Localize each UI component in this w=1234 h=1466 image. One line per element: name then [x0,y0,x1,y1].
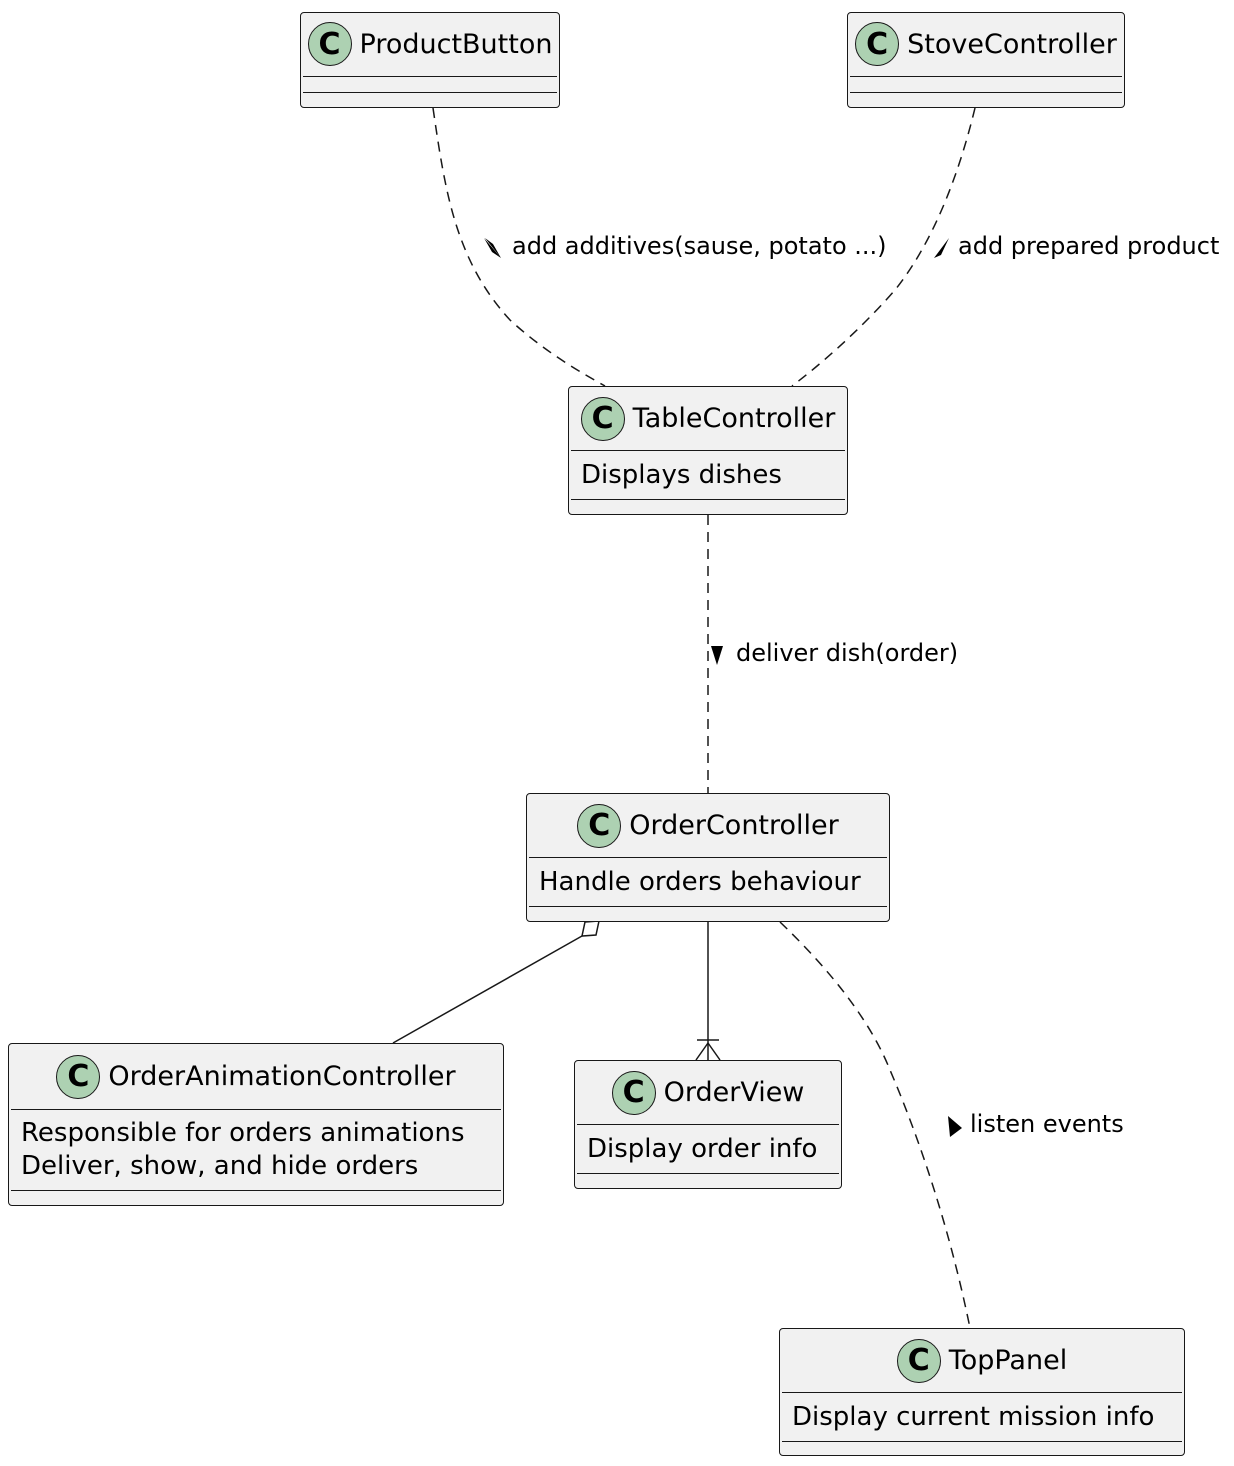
class-name: StoveController [907,28,1117,60]
arrow-product-to-table [484,238,501,258]
arrow-stove-to-table [934,238,949,258]
class-description: Display current mission info [792,1402,1155,1432]
class-name: ProductButton [359,28,553,60]
edge-label-add-prepared-product: add prepared product [958,232,1220,260]
class-badge-icon: C [580,396,625,441]
crowfoot-mark [695,1039,721,1061]
class-order-controller: C OrderController Handle orders behaviou… [526,793,890,922]
arrow-table-to-order [711,646,723,665]
class-description: Handle orders behaviour [539,867,861,897]
class-badge-icon: C [307,22,352,66]
class-name: TableController [632,403,836,434]
edge-label-listen-events: listen events [970,1110,1124,1138]
edge-label-add-additives: add additives(sause, potato ...) [512,232,887,260]
class-description: Displays dishes [581,460,782,490]
aggregation-diamond [581,920,600,937]
class-order-view: C OrderView Display order info [574,1060,842,1189]
description-line: Deliver, show, and hide orders [21,1151,419,1181]
class-top-panel: C TopPanel Display current mission info [779,1328,1185,1456]
class-name: OrderAnimationController [108,1061,456,1092]
class-name: OrderView [663,1077,805,1108]
edge-order-to-animation [392,935,583,1044]
description-line: Responsible for orders animations [21,1118,465,1148]
edge-label-deliver-dish: deliver dish(order) [736,639,959,667]
class-order-animation-controller: C OrderAnimationController Responsible f… [8,1043,504,1206]
arrow-order-to-toppanel [948,1116,962,1137]
class-badge-icon: C [56,1054,101,1099]
class-description: Display order info [587,1134,818,1164]
class-name: TopPanel [948,1345,1068,1376]
class-table-controller: C TableController Displays dishes [568,386,848,515]
class-badge-icon: C [896,1338,941,1383]
class-badge-icon: C [577,803,622,848]
class-name: OrderController [629,810,839,841]
edge-stove-to-table [791,107,976,387]
edge-product-to-table [432,107,606,387]
class-product-button: C ProductButton [300,12,560,108]
class-badge-icon: C [611,1070,656,1115]
class-stove-controller: C StoveController [847,12,1125,108]
edge-order-to-toppanel [779,921,971,1329]
class-description: Responsible for orders animations Delive… [21,1117,465,1183]
class-badge-icon: C [855,22,900,66]
